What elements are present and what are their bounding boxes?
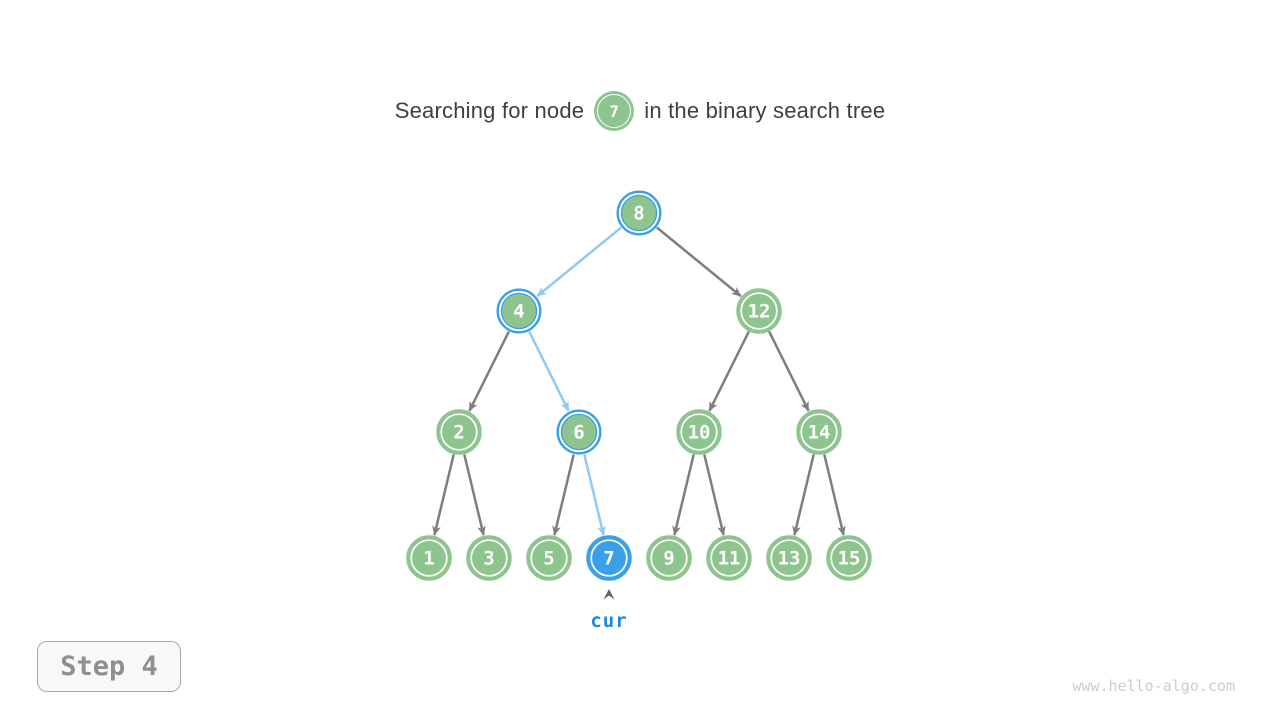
- tree-edge-8-12: [656, 226, 742, 298]
- tree-edge-10-9: [672, 454, 695, 536]
- node-circle: [620, 194, 658, 232]
- node-value: 1: [423, 548, 434, 570]
- node-inner-ring: [590, 539, 628, 577]
- watermark: www.hello-algo.com: [1072, 677, 1235, 695]
- node-value: 4: [513, 301, 524, 323]
- node-value: 11: [718, 548, 741, 570]
- step-label: Step 4: [60, 651, 158, 682]
- tree-edge-4-2: [468, 331, 510, 412]
- node-value: 13: [778, 548, 801, 570]
- node-inner-ring: [770, 539, 808, 577]
- node-value: 6: [573, 422, 584, 444]
- tree-edge-12-14: [768, 331, 810, 412]
- node-inner-ring: [530, 539, 568, 577]
- tree-node-6: 6: [556, 409, 602, 455]
- tree-node-5: 5: [526, 535, 572, 581]
- tree-edge-4-6: [528, 331, 570, 412]
- title-prefix: Searching for node: [394, 98, 585, 123]
- target-node-badge: 7: [594, 91, 635, 131]
- tree-edge-12-10: [708, 331, 750, 412]
- node-circle: [826, 535, 872, 581]
- tree-edge-6-7: [583, 454, 606, 536]
- figure-title: Searching for node 7 in the binary searc…: [0, 89, 1280, 133]
- node-inner-ring: [800, 413, 838, 451]
- tree-edge-14-13: [792, 454, 815, 536]
- node-inner-ring: [650, 539, 688, 577]
- node-value: 8: [633, 203, 644, 225]
- node-circle: [406, 535, 452, 581]
- node-value: 14: [808, 422, 831, 444]
- tree-node-4: 4: [496, 288, 542, 334]
- node-circle: [466, 535, 512, 581]
- node-inner-ring: [470, 539, 508, 577]
- tree-edge-8-4: [536, 226, 622, 298]
- tree-node-14: 14: [796, 409, 842, 455]
- node-value: 7: [603, 548, 614, 570]
- node-inner-ring: [740, 292, 778, 330]
- node-value: 10: [688, 422, 711, 444]
- node-inner-ring: [410, 539, 448, 577]
- node-circle: [766, 535, 812, 581]
- node-inner-ring: [830, 539, 868, 577]
- tree-node-3: 3: [466, 535, 512, 581]
- title-suffix: in the binary search tree: [644, 98, 886, 123]
- node-inner-ring: [680, 413, 718, 451]
- node-circle: [560, 413, 598, 451]
- step-badge: Step 4: [37, 641, 181, 692]
- node-circle: [586, 535, 632, 581]
- node-circle: [500, 292, 538, 330]
- node-circle: [676, 409, 722, 455]
- node-value: 9: [663, 548, 674, 570]
- tree-node-8: 8: [616, 190, 662, 236]
- tree-node-11: 11: [706, 535, 752, 581]
- tree-node-12: 12: [736, 288, 782, 334]
- node-value: 15: [838, 548, 861, 570]
- tree-edge-14-15: [823, 454, 846, 536]
- tree-node-9: 9: [646, 535, 692, 581]
- tree-node-10: 10: [676, 409, 722, 455]
- tree-node-13: 13: [766, 535, 812, 581]
- tree-node-1: 1: [406, 535, 452, 581]
- cur-pointer-icon: [603, 589, 615, 600]
- node-value: 2: [453, 422, 464, 444]
- node-value: 5: [543, 548, 554, 570]
- node-value: 3: [483, 548, 494, 570]
- cur-label: cur: [590, 610, 627, 632]
- node-circle: [706, 535, 752, 581]
- node-value: 12: [748, 301, 771, 323]
- tree-edge-6-5: [552, 454, 575, 536]
- node-circle: [736, 288, 782, 334]
- node-inner-ring: [440, 413, 478, 451]
- tree-edge-10-11: [703, 454, 726, 536]
- node-circle: [796, 409, 842, 455]
- tree-node-15: 15: [826, 535, 872, 581]
- node-circle: [436, 409, 482, 455]
- tree-node-2: 2: [436, 409, 482, 455]
- tree-edge-2-1: [432, 454, 455, 536]
- tree-edge-2-3: [463, 454, 486, 536]
- node-inner-ring: [710, 539, 748, 577]
- tree-node-7: 7: [586, 535, 632, 581]
- node-circle: [646, 535, 692, 581]
- node-circle: [526, 535, 572, 581]
